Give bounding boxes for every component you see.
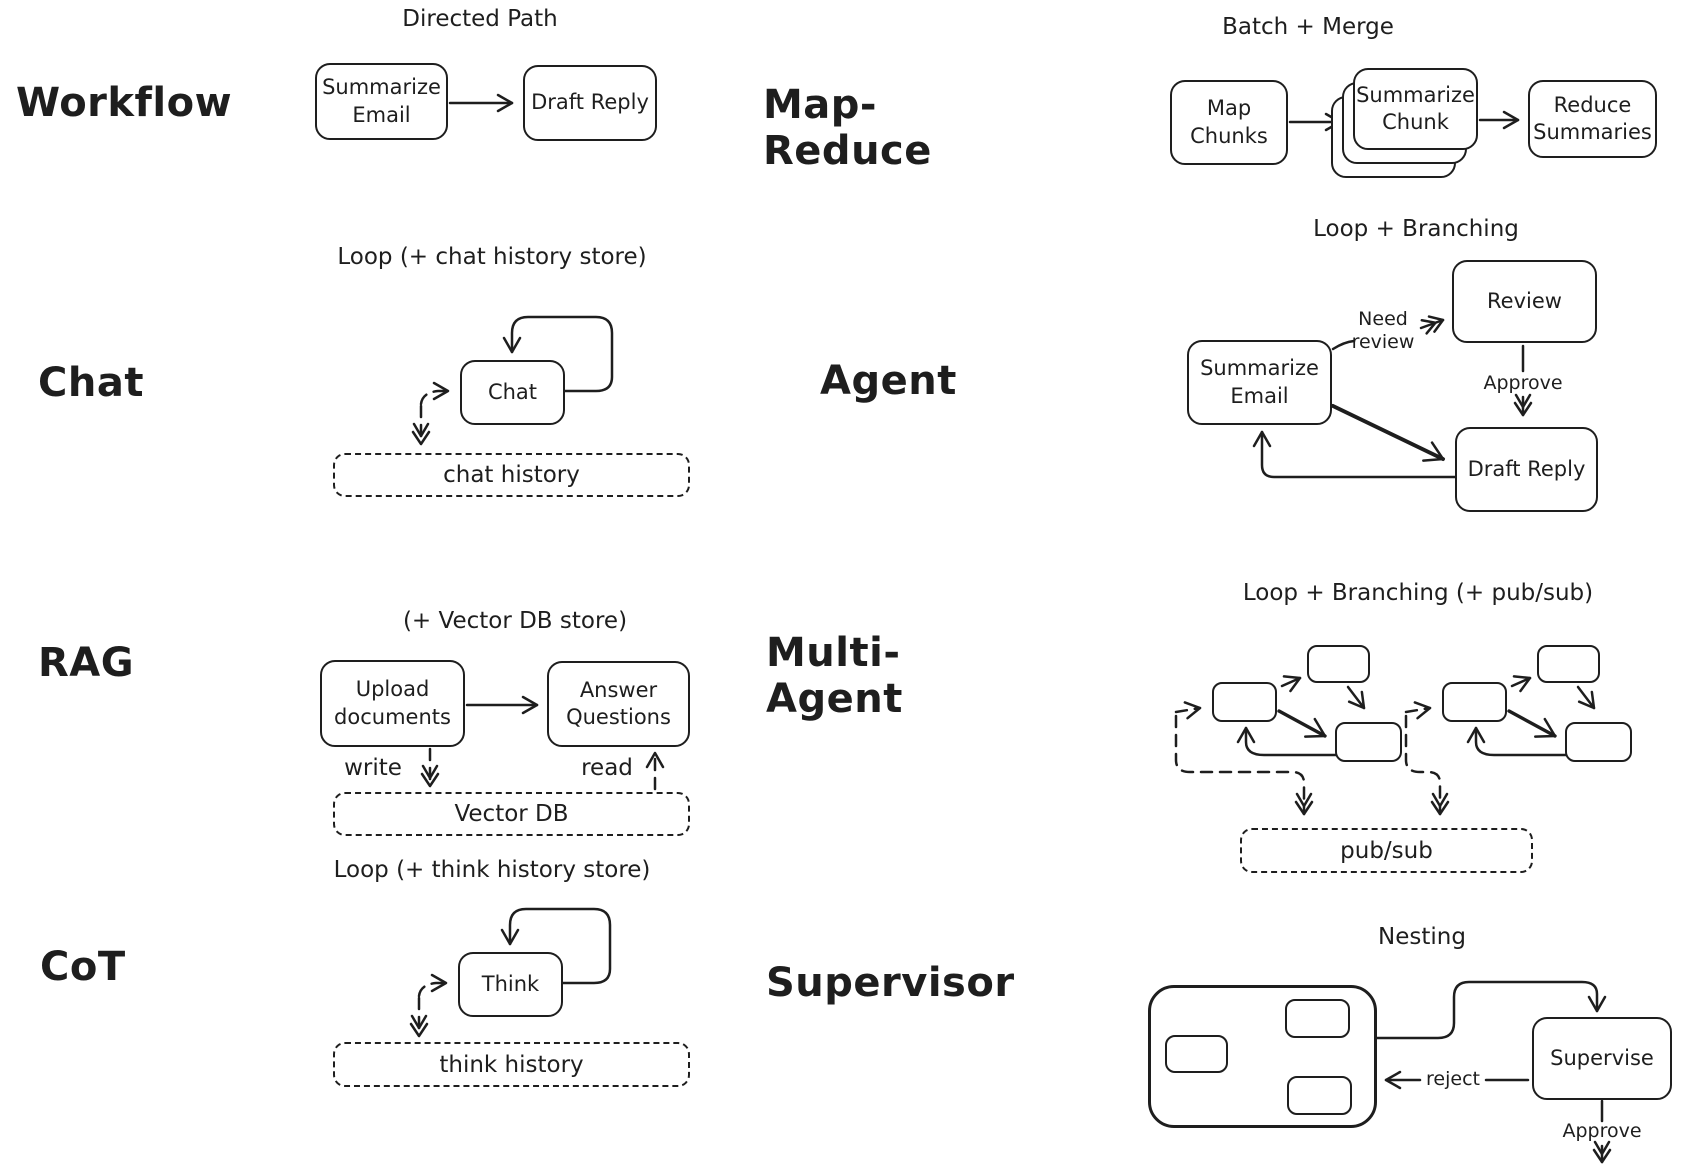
rag-edge-label-read: read: [581, 755, 633, 781]
mapreduce-node-map-chunks: Map Chunks: [1170, 80, 1288, 165]
agent-summarize-to-draft-arrow: [1331, 404, 1445, 462]
chat-node-chat: Chat: [460, 360, 565, 425]
pattern-title-multi-agent: Loop + Branching (+ pub/sub): [1242, 580, 1594, 606]
cluster2-input-dashed-arrow: [1404, 701, 1432, 720]
supervisor-nesting-arrow: [1375, 980, 1607, 1040]
rag-vector-db-store: Vector DB: [333, 792, 690, 836]
section-label-multi-agent: Multi-Agent: [766, 630, 903, 722]
cluster1-left-to-top-arrow: [1280, 675, 1302, 693]
cluster2-top-to-bottom-arrow: [1576, 685, 1596, 710]
agent-return-arrow: [1252, 430, 1458, 479]
multi-agent-pubsub-store: pub/sub: [1240, 828, 1533, 873]
pattern-title-map-reduce: Batch + Merge: [1222, 14, 1394, 40]
rag-edge-label-write: write: [344, 755, 402, 781]
pattern-title-cot: Loop (+ think history store): [333, 857, 651, 883]
cluster2-store-dashed-arrow: [1404, 714, 1450, 816]
chat-loop-arrow: [502, 315, 614, 393]
mapreduce-node-summarize-chunk: Summarize Chunk: [1353, 68, 1478, 150]
section-label-rag: RAG: [38, 640, 135, 686]
agent-need-review-leader: [1331, 339, 1356, 351]
section-label-workflow: Workflow: [16, 80, 233, 126]
cot-loop-arrow: [500, 907, 612, 985]
agent-need-review-arrow: [1419, 315, 1445, 335]
cluster1-left-to-bottom-arrow: [1277, 709, 1327, 738]
cluster2-left-to-top-arrow: [1510, 675, 1532, 693]
cluster1-top-to-bottom-arrow: [1346, 685, 1366, 710]
agent-node-summarize-email: Summarize Email: [1187, 340, 1332, 425]
section-label-supervisor: Supervisor: [766, 960, 1015, 1006]
agent-node-review: Review: [1452, 260, 1597, 343]
rag-node-upload-documents: Upload documents: [320, 660, 465, 747]
cluster2-node-top: [1537, 645, 1600, 683]
cot-think-history-store: think history: [333, 1042, 690, 1087]
workflow-node-summarize-email: Summarize Email: [315, 63, 448, 140]
section-label-agent: Agent: [820, 358, 957, 404]
pattern-title-rag: (+ Vector DB store): [402, 608, 628, 634]
cluster1-input-dashed-arrow: [1174, 701, 1202, 720]
supervisor-node-supervise: Supervise: [1532, 1017, 1672, 1100]
cluster2-node-left: [1442, 682, 1507, 722]
chat-history-store: chat history: [333, 453, 690, 497]
pattern-title-supervisor: Nesting: [1378, 924, 1466, 950]
pattern-title-chat: Loop (+ chat history store): [337, 244, 647, 270]
supervisor-edge-label-approve: Approve: [1562, 1120, 1642, 1142]
supervisor-inner-node-bottom: [1287, 1076, 1352, 1115]
agent-node-draft-reply: Draft Reply: [1455, 427, 1598, 512]
cluster1-return-arrow: [1236, 726, 1339, 757]
cluster2-node-bottom: [1565, 722, 1632, 762]
supervisor-edge-label-reject: reject: [1426, 1068, 1480, 1090]
chat-input-dashed-arrow: [419, 381, 450, 406]
section-label-cot: CoT: [40, 944, 126, 990]
agent-edge-label-approve: Approve: [1483, 372, 1563, 394]
cluster1-node-left: [1212, 682, 1277, 722]
section-label-map-reduce: Map-Reduce: [763, 82, 932, 174]
supervisor-inner-node-left: [1165, 1035, 1228, 1073]
cluster1-node-bottom: [1335, 722, 1402, 762]
agent-edge-label-need-review: Need review: [1351, 308, 1415, 353]
pattern-title-workflow: Directed Path: [402, 6, 558, 32]
cot-input-dashed-arrow: [417, 973, 448, 998]
pattern-title-agent: Loop + Branching: [1313, 216, 1519, 242]
cluster2-left-to-bottom-arrow: [1507, 709, 1557, 738]
cot-node-think: Think: [458, 952, 563, 1017]
cluster1-store-dashed-arrow: [1174, 714, 1314, 816]
section-label-chat: Chat: [38, 360, 144, 406]
cluster1-node-top: [1307, 645, 1370, 683]
mapreduce-node-reduce-summaries: Reduce Summaries: [1528, 80, 1657, 158]
rag-node-answer-questions: Answer Questions: [547, 661, 690, 747]
workflow-node-draft-reply: Draft Reply: [523, 65, 657, 141]
supervisor-inner-node-top: [1285, 999, 1350, 1038]
cluster2-return-arrow: [1466, 726, 1569, 757]
